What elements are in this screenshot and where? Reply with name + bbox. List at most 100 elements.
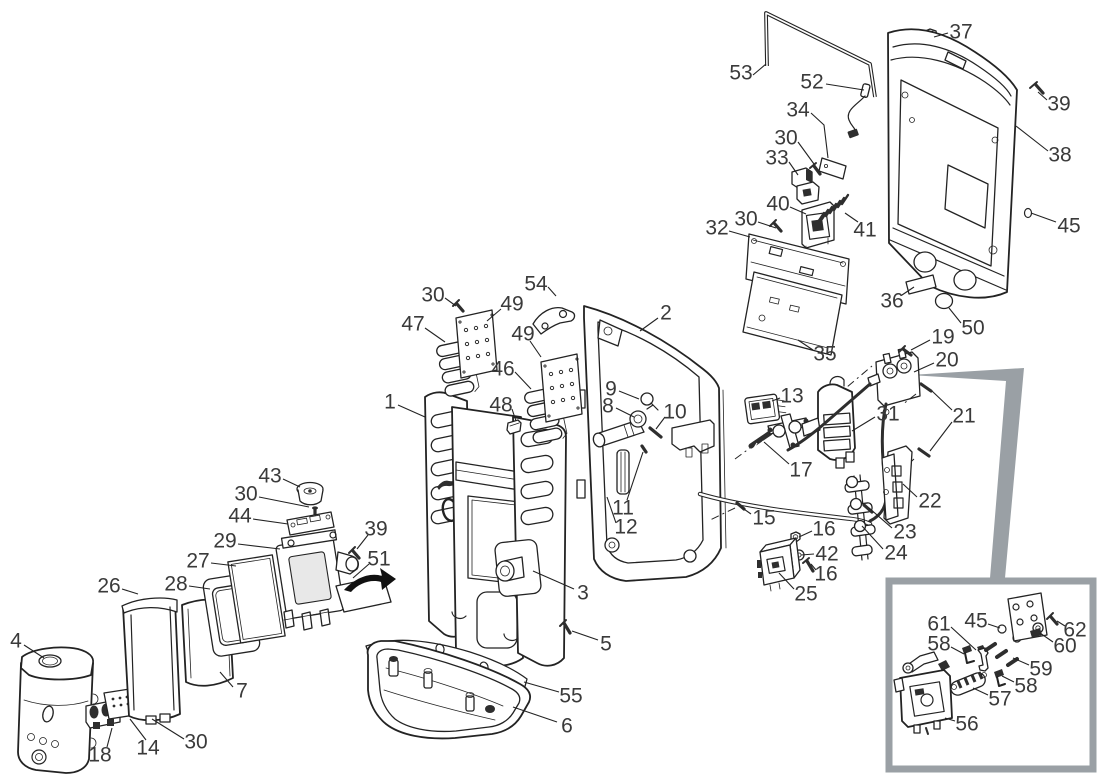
part-36-sticker <box>905 274 937 295</box>
callout-leader-49 <box>529 340 542 358</box>
callout-leader-27 <box>210 562 237 567</box>
callout-leader-39 <box>1037 91 1048 101</box>
callout-leader-16 <box>798 530 813 538</box>
callout-1-41: 1 <box>384 391 396 414</box>
callout-56-70: 56 <box>955 713 978 736</box>
part-31-brew-group <box>801 375 856 469</box>
callout-10-40: 10 <box>663 401 686 424</box>
callout-37-2: 37 <box>949 21 972 44</box>
part-11-screw <box>640 444 648 454</box>
callout-39-3: 39 <box>1047 93 1070 116</box>
callout-leader-6 <box>512 706 558 723</box>
callout-19-16: 19 <box>931 326 954 349</box>
part-5-screw <box>559 619 572 635</box>
callout-leader-23 <box>868 507 893 529</box>
callout-49-33: 49 <box>500 293 523 316</box>
part-25-switch <box>757 537 801 592</box>
callout-leader-36 <box>901 286 915 296</box>
part-56-boiler <box>893 651 953 735</box>
callout-leader-11 <box>626 451 644 501</box>
part-58-clip-a <box>962 645 975 664</box>
part-57-terminal-strip <box>950 671 987 696</box>
callout-44-50: 44 <box>228 505 252 528</box>
callout-leader-29 <box>237 543 281 550</box>
part-49-plate-b <box>540 353 583 423</box>
callout-leader-16 <box>810 563 817 571</box>
part-2-rear-frame <box>576 305 727 582</box>
detail-pointer-wedge <box>910 368 1024 578</box>
callout-leader-18 <box>106 727 113 748</box>
callout-7-58: 7 <box>236 680 248 703</box>
callout-50-14: 50 <box>961 317 984 340</box>
callout-leader-45 <box>987 623 1001 629</box>
callout-leader-40 <box>789 206 807 215</box>
callout-leader-54 <box>547 286 557 297</box>
callout-43-48: 43 <box>258 465 281 488</box>
part-34-label-plate <box>818 157 847 180</box>
callout-leader-3 <box>532 570 575 590</box>
part-3-knob <box>494 539 542 597</box>
callout-leader-39 <box>356 534 369 550</box>
callout-leader-59 <box>1012 657 1030 666</box>
part-6-drip-tray <box>366 640 532 740</box>
callout-60-65: 60 <box>1053 635 1076 658</box>
callout-30-32: 30 <box>421 284 444 307</box>
part-32-bracket-plate <box>745 233 850 305</box>
callout-5-45: 5 <box>600 633 612 656</box>
callout-51-56: 51 <box>367 548 390 571</box>
callout-leader-58 <box>950 646 965 655</box>
callout-4-57: 4 <box>10 630 22 653</box>
callout-leader-25 <box>778 572 795 590</box>
callout-leader-57 <box>972 687 989 696</box>
part-26-service-door <box>121 597 181 725</box>
part-16-screw <box>802 557 815 573</box>
callout-leader-38 <box>1015 125 1049 152</box>
callout-leader-61 <box>950 626 977 651</box>
callout-leader-42 <box>800 553 815 556</box>
callout-46-36: 46 <box>491 358 514 381</box>
callout-leader-9 <box>618 390 640 400</box>
part-21-screws <box>917 382 933 458</box>
callout-leader-22 <box>902 483 918 498</box>
callout-33-7: 33 <box>765 147 788 170</box>
callout-39-55: 39 <box>364 518 387 541</box>
callout-leader-17 <box>763 441 790 465</box>
callout-61-62: 61 <box>927 613 950 636</box>
callout-22-22: 22 <box>918 490 941 513</box>
callout-leader-60 <box>1039 632 1054 643</box>
callout-47-34: 47 <box>401 313 424 336</box>
callout-leader-50 <box>948 307 962 324</box>
callout-leader-44 <box>252 518 289 525</box>
callout-leader-21 <box>929 421 953 452</box>
callout-leader-30 <box>757 221 777 229</box>
callout-leader-49 <box>486 308 502 322</box>
callout-20-17: 20 <box>935 349 958 372</box>
callout-35-15: 35 <box>813 343 836 366</box>
callout-24-24: 24 <box>884 542 908 565</box>
callout-13-20: 13 <box>780 385 803 408</box>
callout-15-25: 15 <box>752 507 775 530</box>
part-8-ring <box>629 410 647 428</box>
part-48-clip <box>506 419 522 435</box>
part-22-bracket <box>881 445 913 525</box>
callout-62-64: 62 <box>1063 619 1086 642</box>
part-38-back-panel <box>887 28 1018 299</box>
callout-3-44: 3 <box>577 582 589 605</box>
callout-41-9: 41 <box>853 219 876 242</box>
callout-45-63: 45 <box>964 610 987 633</box>
callout-leader-34 <box>810 112 829 159</box>
part-52-cable <box>847 83 871 139</box>
callout-leader-47 <box>424 327 446 343</box>
callout-30-11: 30 <box>734 208 757 231</box>
callout-16-28: 16 <box>814 563 837 586</box>
callout-53-0: 53 <box>729 62 752 85</box>
callout-leader-28 <box>188 585 211 590</box>
callout-21-18: 21 <box>952 405 975 428</box>
part-turret-valve <box>767 413 809 449</box>
callout-leader-37 <box>933 32 949 38</box>
part-59-pins <box>984 642 1019 667</box>
callout-17-21: 17 <box>789 459 812 482</box>
part-54-latch-lever <box>532 306 576 335</box>
